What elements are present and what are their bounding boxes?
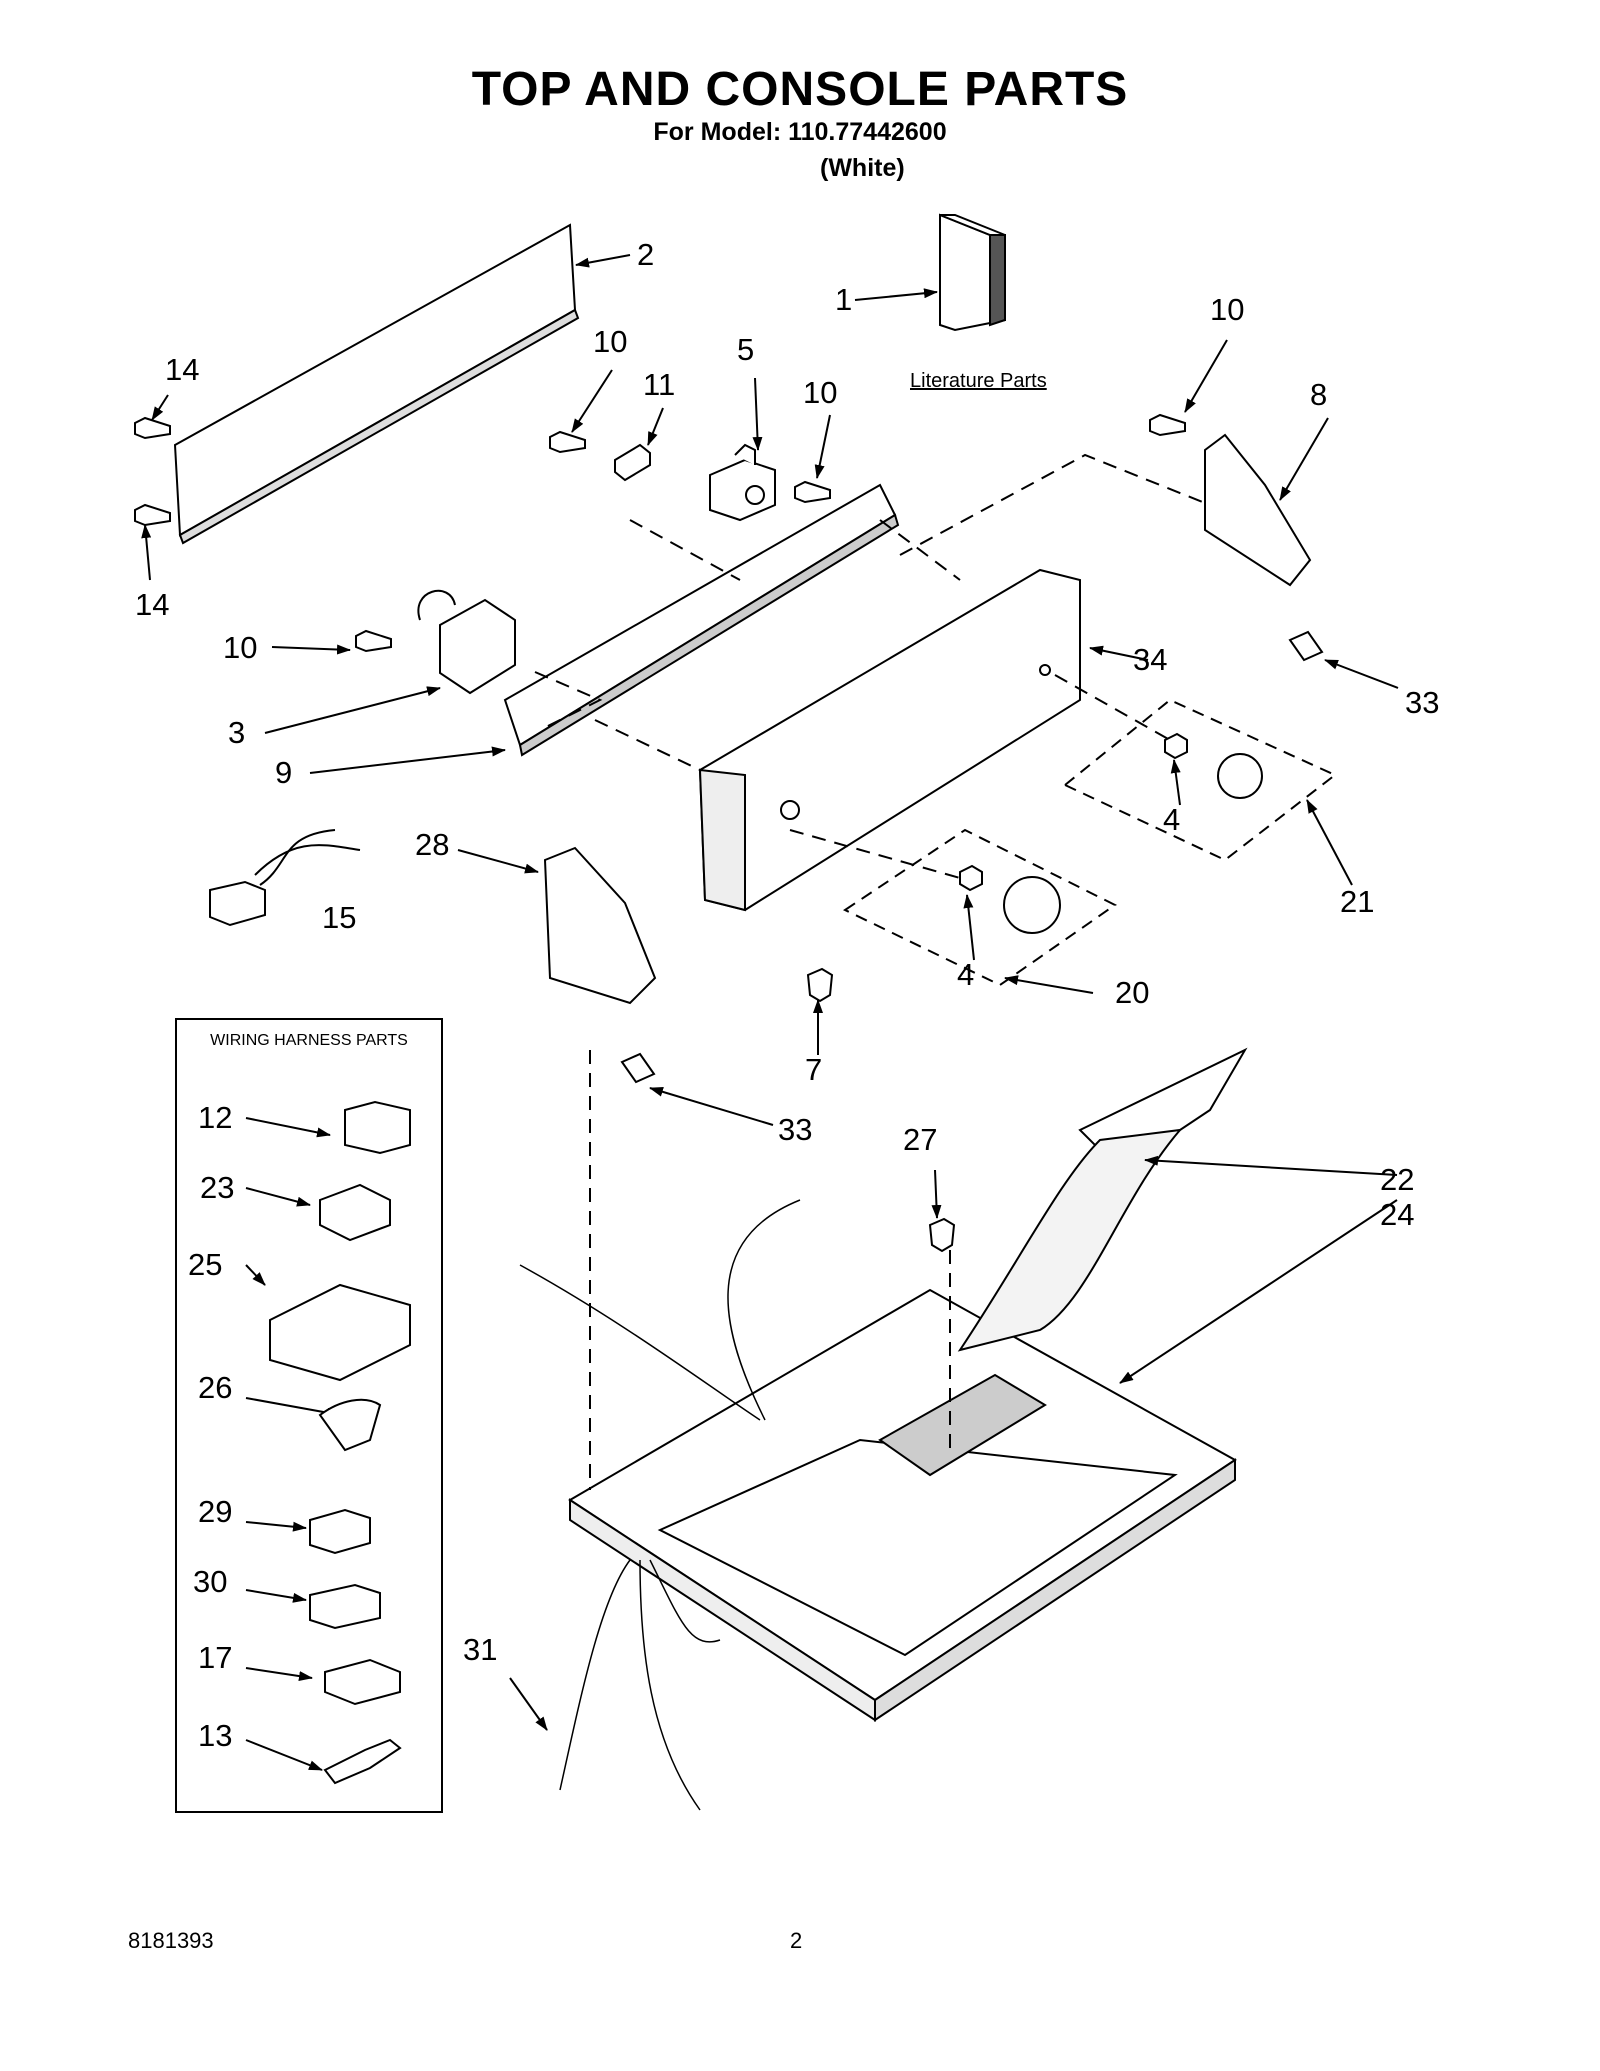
callout-10c: 10	[1210, 292, 1244, 327]
callout-30: 30	[193, 1564, 227, 1599]
knob-group-20	[842, 828, 1117, 987]
callout-5: 5	[737, 332, 754, 367]
callout-28: 28	[415, 827, 449, 862]
wiring-harness-box	[175, 1018, 443, 1813]
assembly-lines	[534, 453, 1211, 1490]
callout-14b: 14	[135, 587, 169, 622]
page-number: 2	[790, 1928, 803, 1953]
callout-26: 26	[198, 1370, 232, 1405]
callout-24: 24	[1380, 1197, 1414, 1232]
page-title: TOP AND CONSOLE PARTS	[471, 63, 1129, 116]
callout-25: 25	[188, 1247, 222, 1282]
callout-23: 23	[200, 1170, 234, 1205]
callout-21: 21	[1340, 884, 1374, 919]
callout-12: 12	[198, 1100, 232, 1135]
callout-arrows	[141, 254, 1399, 1771]
callout-9: 9	[275, 755, 292, 790]
callout-31: 31	[463, 1632, 497, 1667]
screw-parts	[134, 413, 1186, 1253]
rear-panel-part	[173, 223, 580, 545]
document-number: 8181393	[128, 1928, 214, 1953]
callout-13: 13	[198, 1718, 232, 1753]
callout-10a: 10	[593, 324, 627, 359]
callout-34: 34	[1133, 642, 1167, 677]
callout-15: 15	[322, 900, 356, 935]
callout-17: 17	[198, 1640, 232, 1675]
console-bracket-part-9	[503, 483, 900, 757]
console-panel-part-34	[698, 568, 1081, 912]
lint-screen-part-22	[957, 1047, 1248, 1352]
callout-29: 29	[198, 1494, 232, 1529]
end-cap-part-8	[1204, 433, 1312, 587]
timer-part-3	[417, 589, 516, 695]
callout-7: 7	[805, 1052, 822, 1087]
callout-33b: 33	[778, 1112, 812, 1147]
callout-20: 20	[1115, 975, 1149, 1010]
callout-2: 2	[637, 237, 654, 272]
harness-small-parts	[269, 1100, 411, 1785]
callout-10b: 10	[803, 375, 837, 410]
knob-group-21	[1063, 698, 1337, 862]
callout-3: 3	[228, 715, 245, 750]
clip-parts-33	[620, 630, 1324, 1084]
literature-booklet	[939, 213, 1006, 332]
model-subtitle: For Model: 110.77442600	[653, 118, 947, 146]
clip-part-11	[614, 443, 651, 482]
callout-4b: 4	[957, 957, 974, 992]
callout-8: 8	[1310, 377, 1327, 412]
callout-22: 22	[1380, 1162, 1414, 1197]
end-cap-part-28	[543, 846, 657, 1005]
callout-33a: 33	[1405, 685, 1439, 720]
callout-4a: 4	[1163, 802, 1180, 837]
knob-parts	[959, 732, 1263, 934]
callout-14a: 14	[165, 352, 199, 387]
color-subtitle: (White)	[820, 154, 905, 182]
connector-part-15	[209, 829, 361, 927]
top-assembly-part-24	[568, 1288, 1237, 1722]
wiring-harness-wires	[519, 1199, 801, 1811]
switch-part-5	[709, 443, 776, 522]
callout-10d: 10	[223, 630, 257, 665]
callout-11: 11	[643, 367, 675, 402]
literature-parts-label: Literature Parts	[910, 370, 1047, 392]
wiring-harness-title: WIRING HARNESS PARTS	[210, 1032, 408, 1049]
callout-27: 27	[903, 1122, 937, 1157]
callout-1: 1	[835, 282, 852, 317]
